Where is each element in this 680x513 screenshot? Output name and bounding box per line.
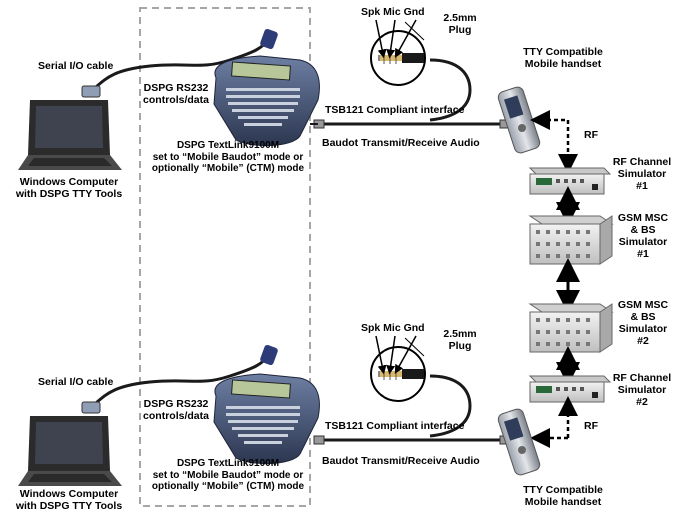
rf-simulator-icon xyxy=(528,375,612,403)
computer-label-line1: Windows Computer xyxy=(19,488,119,500)
tsb121-label: TSB121 Compliant interface xyxy=(325,104,465,116)
laptop-icon xyxy=(18,416,122,486)
rf-simulator-2-label-line2: Simulator xyxy=(617,384,667,396)
db9-connector-top xyxy=(81,85,101,98)
textlink-device-icon xyxy=(213,373,320,465)
textlink-label-line2: set to “Mobile Baudot” mode or xyxy=(152,151,304,163)
serial-plug-bottom xyxy=(260,344,278,366)
rs232-label-line2: controls/data xyxy=(143,410,209,422)
gsm-simulator-2-label: GSM MSC & BS Simulator #2 xyxy=(614,299,672,347)
rf-simulator-1-number: #1 xyxy=(636,180,648,192)
textlink-label-line3: optionally “Mobile” (CTM) mode xyxy=(151,481,305,492)
serial-cable-bottom xyxy=(89,355,270,410)
audio-plug-icon xyxy=(370,30,426,86)
rf-simulator-1-label-line2: Simulator xyxy=(617,168,667,180)
plug-label: 2.5mm Plug xyxy=(438,328,482,352)
gsm-simulator-1-label-line3: Simulator xyxy=(618,236,668,248)
gsm-simulator-1-number: #1 xyxy=(637,248,649,260)
spk-mic-gnd-label: Spk Mic Gnd xyxy=(361,322,425,334)
rf-simulator-2-number: #2 xyxy=(636,396,648,408)
rf-simulator-1-label: RF Channel Simulator #1 xyxy=(610,156,674,192)
plug-label: 2.5mm Plug xyxy=(438,12,482,36)
rs232-label: DSPG RS232 controls/data xyxy=(140,398,212,422)
tty-handset-label-line1: TTY Compatible xyxy=(523,46,603,58)
serial-plug-top xyxy=(260,28,278,50)
tty-handset-label: TTY Compatible Mobile handset xyxy=(508,46,618,70)
gsm-simulator-2-label-line1: GSM MSC xyxy=(617,299,669,311)
spk-mic-gnd-label: Spk Mic Gnd xyxy=(361,6,425,18)
rs232-label-line1: DSPG RS232 xyxy=(143,398,209,410)
rs232-label: DSPG RS232 controls/data xyxy=(140,82,212,106)
laptop-icon xyxy=(18,100,122,170)
tty-handset-label-line1: TTY Compatible xyxy=(523,484,603,496)
rf-simulator-2-label: RF Channel Simulator #2 xyxy=(610,372,674,408)
dashed-boundary xyxy=(139,7,311,507)
gsm-simulator-1-label-line1: GSM MSC xyxy=(617,212,669,224)
audio-plug-icon xyxy=(370,346,426,402)
rf-label: RF xyxy=(584,420,598,432)
computer-label-line2: with DSPG TTY Tools xyxy=(15,500,123,512)
mobile-phone-icon xyxy=(497,86,541,154)
textlink-label-line2: set to “Mobile Baudot” mode or xyxy=(152,469,304,481)
computer-label-line1: Windows Computer xyxy=(19,176,119,188)
computer-label-line2: with DSPG TTY Tools xyxy=(15,188,123,200)
rf-simulator-2-label-line1: RF Channel xyxy=(612,372,672,384)
serial-cable-label: Serial I/O cable xyxy=(38,376,114,388)
textlink-label: DSPG TextLink9100M set to “Mobile Baudot… xyxy=(146,140,310,175)
gsm-simulator-2-label-line2: & BS xyxy=(630,311,656,323)
tty-handset-label-line2: Mobile handset xyxy=(524,496,602,508)
serial-cable-top xyxy=(89,39,270,94)
computer-label: Windows Computer with DSPG TTY Tools xyxy=(6,176,132,200)
db9-connector-bottom xyxy=(81,401,101,414)
plug-label-line1: 2.5mm xyxy=(443,12,477,24)
gsm-simulator-icon xyxy=(528,303,614,353)
baudot-audio-label: Baudot Transmit/Receive Audio xyxy=(322,137,480,149)
tty-handset-label-line2: Mobile handset xyxy=(524,58,602,70)
gsm-simulator-1-label: GSM MSC & BS Simulator #1 xyxy=(614,212,672,260)
tty-handset-label: TTY Compatible Mobile handset xyxy=(508,484,618,508)
gsm-simulator-1-label-line2: & BS xyxy=(630,224,656,236)
mobile-phone-icon xyxy=(497,408,541,476)
plug-label-line1: 2.5mm xyxy=(443,328,477,340)
gsm-simulator-2-label-line3: Simulator xyxy=(618,323,668,335)
gsm-simulator-icon xyxy=(528,215,614,265)
gsm-simulator-2-number: #2 xyxy=(637,335,649,347)
tsb121-label: TSB121 Compliant interface xyxy=(325,420,465,432)
textlink-label-line1: DSPG TextLink9100M xyxy=(176,140,280,151)
rs232-label-line2: controls/data xyxy=(143,94,209,106)
textlink-label: DSPG TextLink9100M set to “Mobile Baudot… xyxy=(146,458,310,493)
textlink-device-icon xyxy=(213,55,320,147)
rs232-label-line1: DSPG RS232 xyxy=(143,82,209,94)
textlink-label-line1: DSPG TextLink9100M xyxy=(176,458,280,469)
serial-cable-label: Serial I/O cable xyxy=(38,60,114,72)
textlink-label-line3: optionally “Mobile” (CTM) mode xyxy=(151,163,305,174)
plug-label-line2: Plug xyxy=(448,340,472,352)
rf-simulator-1-label-line1: RF Channel xyxy=(612,156,672,168)
rf-label: RF xyxy=(584,129,598,141)
rf-simulator-icon xyxy=(528,167,612,195)
baudot-audio-label: Baudot Transmit/Receive Audio xyxy=(322,455,480,467)
computer-label: Windows Computer with DSPG TTY Tools xyxy=(6,488,132,512)
plug-label-line2: Plug xyxy=(448,24,472,36)
